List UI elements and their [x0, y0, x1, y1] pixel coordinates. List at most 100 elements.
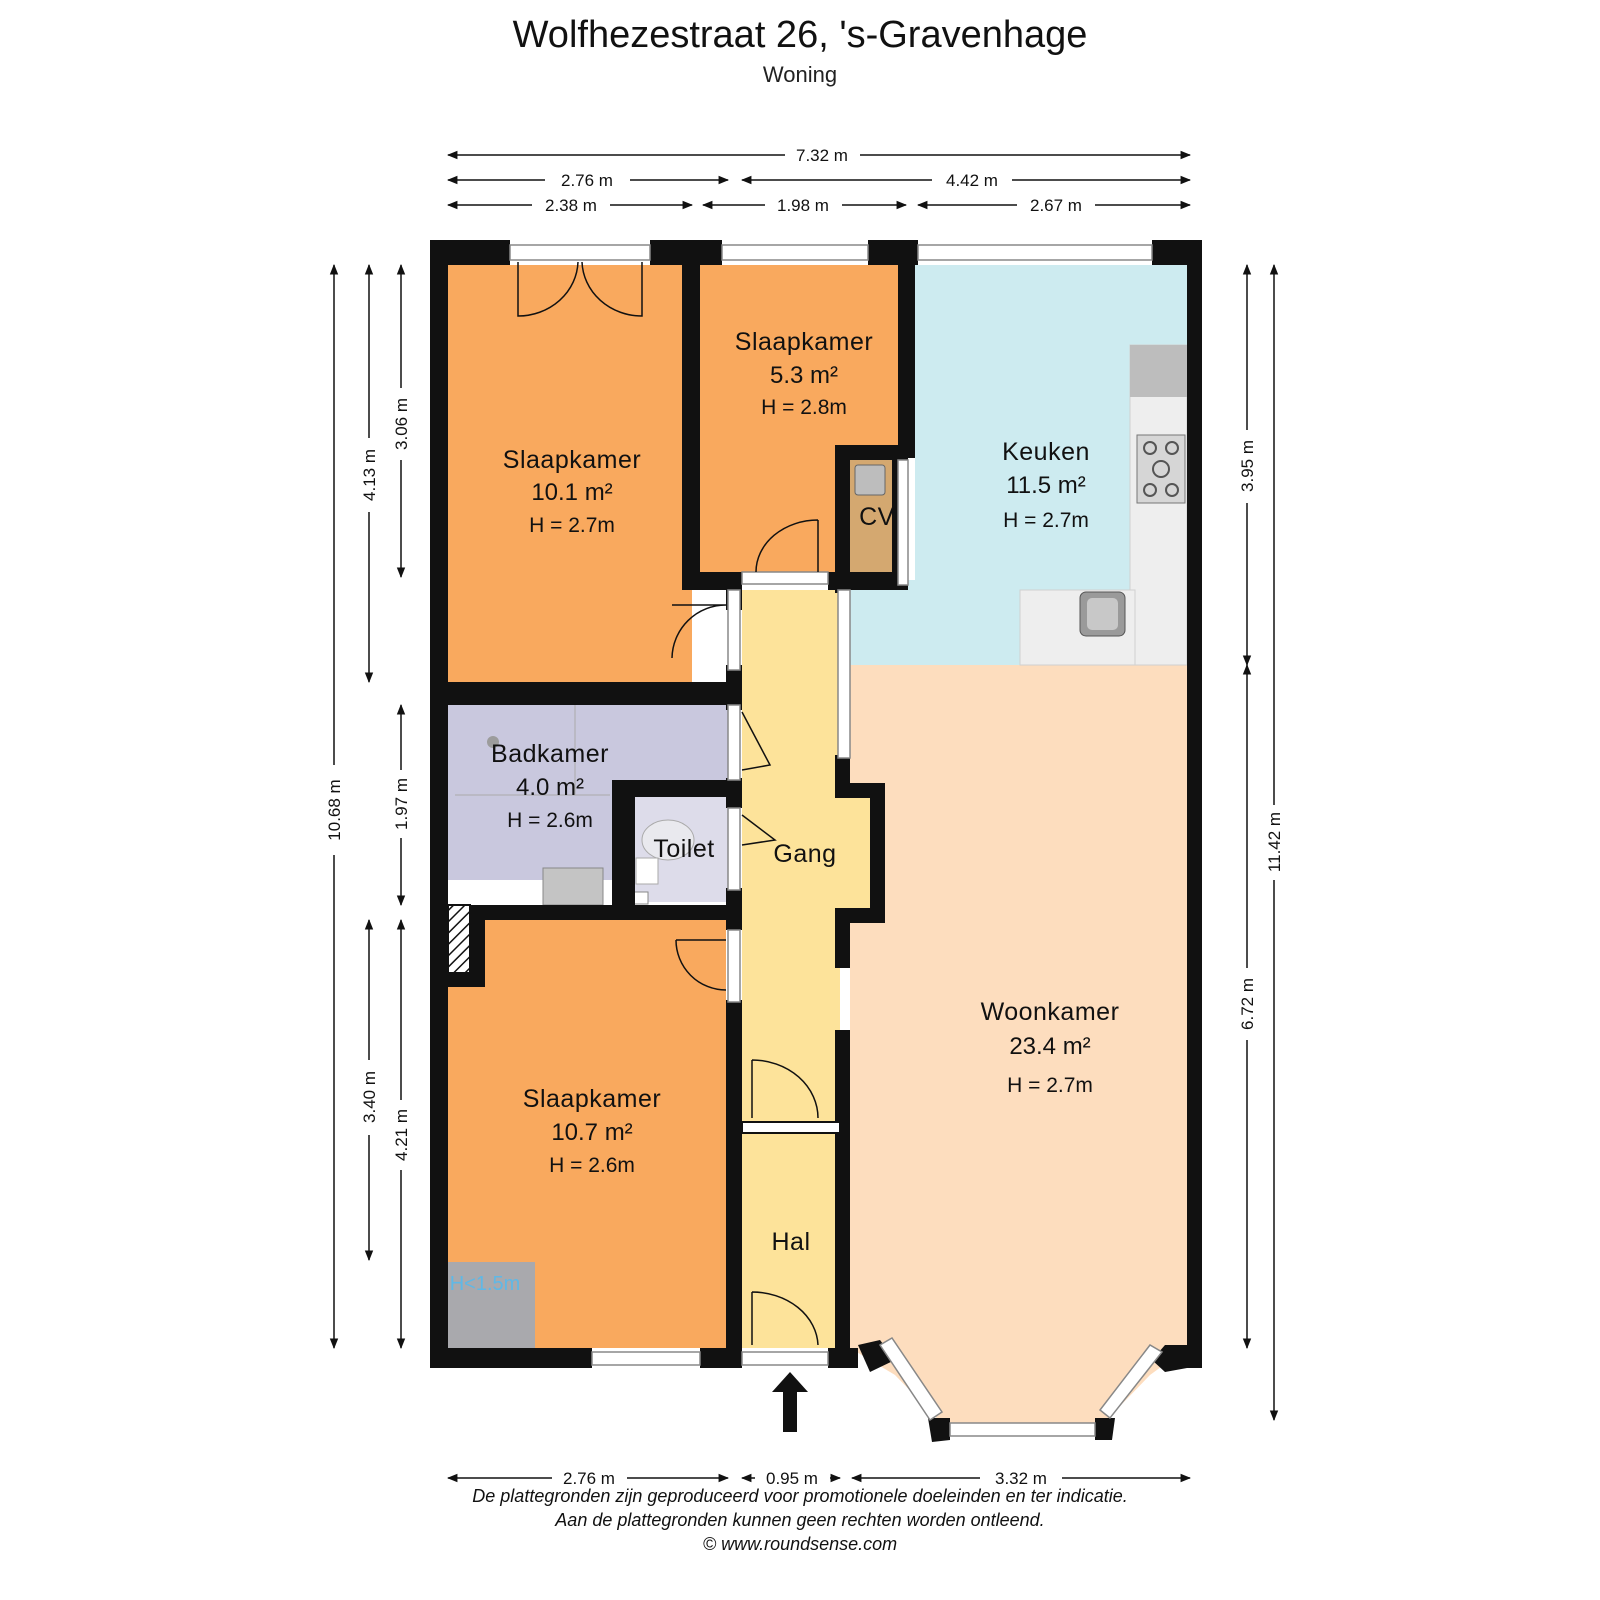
dimension-label: 4.21 m — [392, 1109, 411, 1161]
room-name: Slaapkamer — [503, 446, 641, 474]
disclaimer: De plattegronden zijn geproduceerd voor … — [0, 1484, 1600, 1556]
window — [878, 1336, 944, 1422]
dimension-label: 10.68 m — [325, 779, 344, 840]
wall — [1095, 1418, 1115, 1440]
room-name: Slaapkamer — [735, 328, 873, 356]
room-height: H = 2.7m — [1007, 1074, 1093, 1097]
room-name: Gang — [773, 840, 836, 868]
door-swing-icon — [675, 939, 727, 991]
window — [591, 1351, 701, 1366]
walls — [430, 240, 1202, 1442]
low-ceiling-label: H<1.5m — [450, 1273, 521, 1295]
door-frame — [727, 704, 741, 781]
dimension-label: 11.42 m — [1265, 812, 1284, 872]
dimension-label: 1.98 m — [777, 196, 829, 215]
dimension-label: 2.76 m — [563, 1469, 615, 1488]
wall — [828, 572, 908, 590]
bathroom-sink-icon — [542, 867, 604, 906]
wall — [870, 783, 885, 923]
slaapkamer-1-floor — [442, 265, 692, 682]
kitchen-counter-side — [1129, 344, 1188, 666]
dimension-label: 2.38 m — [545, 196, 597, 215]
door-swing-icon — [741, 711, 772, 771]
wall — [741, 1121, 841, 1134]
window — [721, 244, 869, 261]
burner-icon — [1165, 441, 1179, 455]
toilet-bowl-icon — [641, 819, 695, 861]
hal-floor — [742, 1133, 840, 1348]
door-frame — [727, 929, 741, 1003]
room-name: Hal — [771, 1228, 810, 1256]
room-name: Toilet — [653, 835, 714, 863]
door-swing-icon — [741, 814, 777, 846]
dimension-label: 1.97 m — [392, 778, 411, 830]
wall — [430, 240, 448, 1368]
wall — [430, 682, 742, 705]
window — [741, 1351, 829, 1366]
room-area: 4.0 m² — [516, 774, 584, 801]
dimension-label: 2.67 m — [1030, 196, 1082, 215]
door-swings — [517, 261, 819, 1346]
door-frame — [741, 571, 829, 585]
window — [917, 244, 1153, 261]
kitchen-tall-cabinet — [1130, 345, 1187, 397]
dimension-label: 4.42 m — [946, 171, 998, 190]
boiler-icon — [854, 464, 886, 496]
burner-icon — [1165, 483, 1179, 497]
windows — [509, 244, 1164, 1437]
room-height: H = 2.6m — [507, 809, 593, 832]
wall — [682, 262, 700, 577]
room-height: H = 2.7m — [1003, 509, 1089, 532]
kitchen-counters — [854, 344, 1188, 666]
door-swing-icon — [517, 261, 579, 317]
wall — [726, 778, 742, 808]
room-name: Badkamer — [491, 740, 609, 768]
gang-floor — [742, 590, 840, 1128]
room-name: Woonkamer — [981, 998, 1120, 1026]
room-area: 11.5 m² — [1006, 472, 1086, 499]
low-ceiling-area — [447, 1262, 535, 1348]
woonkamer-floor — [850, 665, 1187, 1348]
plan-title: Wolfhezestraat 26, 's-Gravenhage — [512, 14, 1088, 56]
wall — [898, 262, 915, 458]
burner-icon — [1143, 483, 1157, 497]
door-frame — [897, 459, 909, 586]
wall — [835, 445, 850, 593]
dimension-label: 3.40 m — [360, 1071, 379, 1123]
wall — [868, 240, 918, 265]
plan-subtitle: Woning — [762, 62, 838, 87]
wall — [835, 908, 850, 968]
gang-extension — [840, 790, 875, 910]
room-name: Slaapkamer — [523, 1085, 661, 1113]
wall — [726, 1000, 742, 1133]
room-area: 23.4 m² — [1009, 1033, 1090, 1060]
kitchen-sink-basin — [1087, 598, 1118, 630]
burner-icon — [1143, 441, 1157, 455]
disclaimer-line: Aan de plattegronden kunnen geen rechten… — [555, 1510, 1045, 1530]
wall — [835, 445, 905, 460]
dimension-label: 3.32 m — [995, 1469, 1047, 1488]
copyright-line: © www.roundsense.com — [702, 1534, 898, 1554]
door-frame — [727, 807, 741, 891]
dimension-label: 3.95 m — [1238, 440, 1257, 492]
room-height: H = 2.8m — [761, 396, 847, 419]
disclaimer-line: De plattegronden zijn geproduceerd voor … — [472, 1486, 1128, 1506]
entrance-arrow-icon — [772, 1372, 808, 1432]
wall — [835, 1030, 850, 1360]
wall — [612, 780, 726, 797]
wall — [726, 1133, 742, 1368]
badkamer-floor — [448, 695, 728, 880]
room-name: CV — [859, 503, 895, 531]
room-height: H = 2.7m — [529, 514, 615, 537]
toilet-cistern-icon — [635, 857, 659, 885]
keuken-floor-ext — [850, 580, 920, 665]
room-name: Keuken — [1002, 438, 1090, 466]
door-frame — [837, 589, 851, 759]
wall — [612, 780, 635, 905]
dimension-label: 0.95 m — [766, 1469, 818, 1488]
door-swing-icon — [755, 519, 819, 573]
dimension-lines — [329, 150, 1279, 1483]
window — [1098, 1344, 1164, 1420]
room-area: 10.7 m² — [551, 1119, 632, 1146]
